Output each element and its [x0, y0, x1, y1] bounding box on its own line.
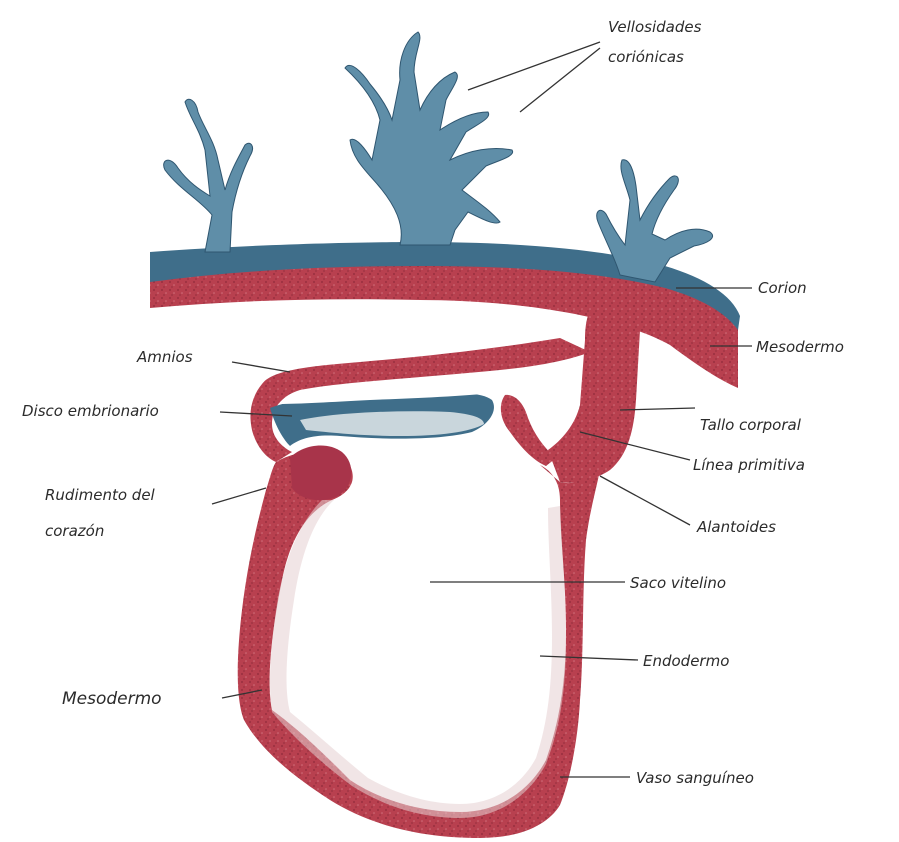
label-vaso: Vaso sanguíneo [636, 769, 754, 787]
villus-left [164, 99, 253, 252]
embryonic-disc [270, 386, 500, 446]
label-endodermo: Endodermo [643, 652, 729, 670]
label-vellosidades-1: Vellosidades [608, 18, 702, 36]
embryo-body [238, 300, 640, 838]
label-mesodermo-right: Mesodermo [756, 338, 844, 356]
label-mesodermo-left: Mesodermo [62, 689, 162, 709]
label-amnios: Amnios [136, 348, 193, 366]
label-rudimento-1: Rudimento del [45, 486, 156, 504]
leader-amnios [232, 362, 290, 372]
leader-vellosidades-a [468, 42, 600, 90]
label-rudimento-2: corazón [45, 522, 104, 540]
villus-center [345, 32, 513, 245]
chorionic-villi [164, 32, 713, 282]
heart-rudiment [290, 445, 351, 500]
label-alantoides: Alantoides [696, 518, 776, 536]
label-linea: Línea primitiva [693, 456, 805, 474]
allantois-bulge [501, 395, 556, 466]
body-stalk [548, 300, 640, 483]
label-disco: Disco embrionario [22, 402, 159, 420]
leader-vellosidades-b [520, 48, 600, 112]
label-vellosidades-2: coriónicas [608, 48, 684, 66]
label-saco: Saco vitelino [630, 574, 726, 592]
yolk-sac-wall [238, 452, 600, 839]
label-corion: Corion [758, 279, 807, 297]
leader-alantoides [600, 476, 690, 525]
label-tallo: Tallo corporal [700, 416, 802, 434]
leader-rudimento [212, 488, 266, 504]
